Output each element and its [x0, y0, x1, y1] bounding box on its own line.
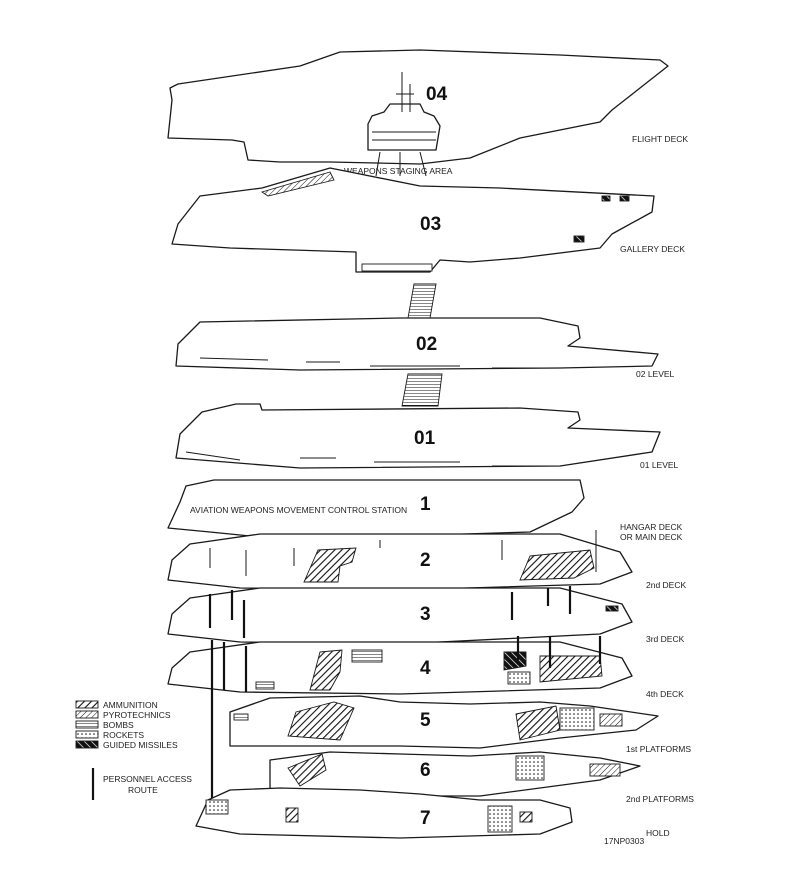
deck-7-number: 7	[420, 808, 431, 829]
control-station-label: AVIATION WEAPONS MOVEMENT CONTROL STATIO…	[190, 505, 407, 515]
deck-5-number: 5	[420, 710, 431, 731]
deck-6-label: 2nd PLATFORMS	[626, 794, 694, 804]
rockets-swatch	[75, 730, 99, 739]
bombs-swatch	[75, 720, 99, 729]
guided-missiles-swatch	[75, 740, 99, 749]
pyrotechnics-swatch	[75, 710, 99, 719]
legend-route-line1: PERSONNEL ACCESS	[103, 774, 192, 784]
deck-02-number: 02	[416, 334, 437, 355]
deck-2-second-deck: 2 2nd DECK	[167, 530, 686, 591]
legend-pyrotechnics: PYROTECHNICS	[103, 710, 171, 720]
deck-1-number: 1	[420, 494, 431, 515]
deck-7-label: HOLD	[646, 828, 670, 838]
deck-03-gallery-deck: 03 GALLERY DECK	[171, 167, 685, 273]
deck-6-number: 6	[420, 760, 431, 781]
deck-01-label: 01 LEVEL	[640, 460, 679, 470]
deck-1-label-2: OR MAIN DECK	[620, 532, 683, 542]
deck-7-hold: 7 HOLD	[195, 787, 670, 839]
deck-03-label: GALLERY DECK	[620, 244, 685, 254]
deck-02-label: 02 LEVEL	[636, 369, 675, 379]
deck-3-third-deck: 3 3rd DECK	[167, 586, 685, 645]
deck-2-label: 2nd DECK	[646, 580, 686, 590]
legend-guided-missiles: GUIDED MISSILES	[103, 740, 178, 750]
deck-01-number: 01	[414, 428, 436, 449]
weapons-elevator-trunk-upper	[407, 283, 437, 319]
legend-route-line2: ROUTE	[128, 785, 158, 795]
legend-bombs: BOMBS	[103, 720, 134, 730]
deck-5-label: 1st PLATFORMS	[626, 744, 691, 754]
deck-1-label: HANGAR DECK	[620, 522, 683, 532]
deck-02-level: 02 02 LEVEL	[175, 317, 675, 379]
deck-2-number: 2	[420, 550, 431, 571]
legend: AMMUNITION PYROTECHNICS BOMBS ROCKETS GU…	[75, 700, 192, 800]
legend-ammunition: AMMUNITION	[103, 700, 158, 710]
weapons-elevator-trunk-middle	[401, 373, 443, 407]
deck-4-number: 4	[420, 658, 431, 679]
deck-3-label: 3rd DECK	[646, 634, 685, 644]
deck-3-number: 3	[420, 604, 431, 625]
deck-4-fourth-deck: 4 4th DECK	[167, 636, 684, 804]
deck-04-number: 04	[426, 84, 448, 105]
deck-04-label: FLIGHT DECK	[632, 134, 688, 144]
deck-4-label: 4th DECK	[646, 689, 684, 699]
deck-01-level: 01 01 LEVEL	[175, 403, 679, 470]
legend-rockets: ROCKETS	[103, 730, 144, 740]
deck-04-flight-deck: 04 FLIGHT DECK WEAPONS STAGING AREA	[167, 49, 688, 177]
ammunition-swatch	[75, 700, 99, 709]
deck-1-hangar-deck: 1 AVIATION WEAPONS MOVEMENT CONTROL STAT…	[167, 479, 683, 542]
weapons-staging-area-label: WEAPONS STAGING AREA	[344, 166, 453, 176]
deck-03-number: 03	[420, 214, 441, 235]
deck-5-first-platforms: 5 1st PLATFORMS	[229, 695, 691, 754]
figure-id: 17NP0303	[604, 836, 644, 846]
deck-6-second-platforms: 6 2nd PLATFORMS	[269, 751, 694, 804]
